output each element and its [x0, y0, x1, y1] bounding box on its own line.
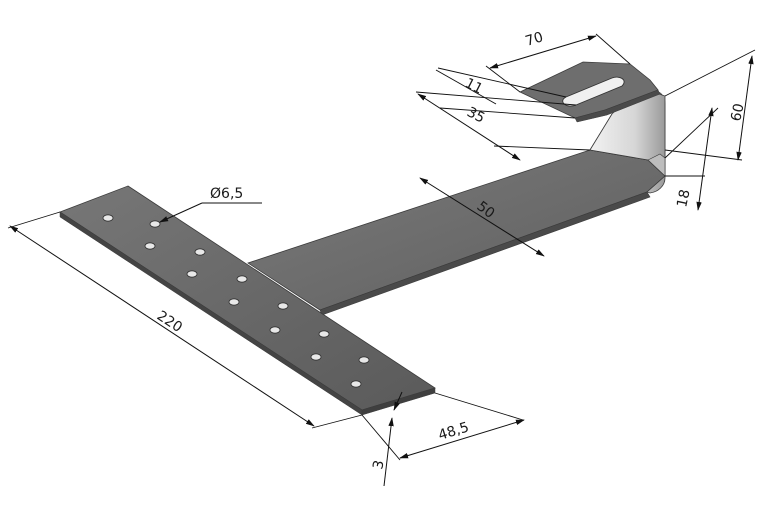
- hole: [350, 380, 362, 388]
- hole: [358, 356, 370, 364]
- hole: [102, 214, 114, 222]
- hole: [318, 330, 330, 338]
- hook-slot: [562, 76, 625, 107]
- dim-label-hole-diameter: Ø6,5: [210, 186, 243, 202]
- diameter-symbol: Ø: [210, 186, 221, 202]
- hole: [310, 353, 322, 361]
- arm-top-face: [247, 149, 666, 311]
- dim-label-60: 60: [728, 102, 747, 123]
- hole: [149, 220, 161, 228]
- hole: [194, 248, 206, 256]
- dim-arm-width: 50: [419, 177, 545, 257]
- dim-label-48-5: 48,5: [436, 419, 470, 443]
- hole: [228, 298, 240, 306]
- hole: [269, 326, 281, 334]
- dim-label-35: 35: [464, 104, 487, 126]
- hook-top-tab-edge: [574, 89, 661, 123]
- dim-label-18: 18: [674, 188, 693, 209]
- dim-hook-length: 70: [485, 29, 631, 93]
- dim-label-70: 70: [523, 29, 545, 50]
- hole: [277, 302, 289, 310]
- hole: [236, 275, 248, 283]
- dim-hook-height: 60: [664, 49, 756, 161]
- dim-label-11: 11: [462, 75, 485, 97]
- dim-slot-offset: 35: [417, 93, 591, 161]
- dim-hook-lip: 18: [664, 107, 719, 211]
- hole: [144, 242, 156, 250]
- diameter-value: 6,5: [221, 186, 243, 202]
- dim-thickness: 3: [370, 391, 403, 487]
- hole: [186, 270, 198, 278]
- dimensions: 70 11 35 60 18: [7, 29, 756, 487]
- dim-label-220: 220: [154, 308, 185, 336]
- dim-hole-diameter: Ø6,5: [159, 186, 262, 223]
- dim-label-3: 3: [370, 459, 388, 471]
- metal-part: [59, 61, 666, 416]
